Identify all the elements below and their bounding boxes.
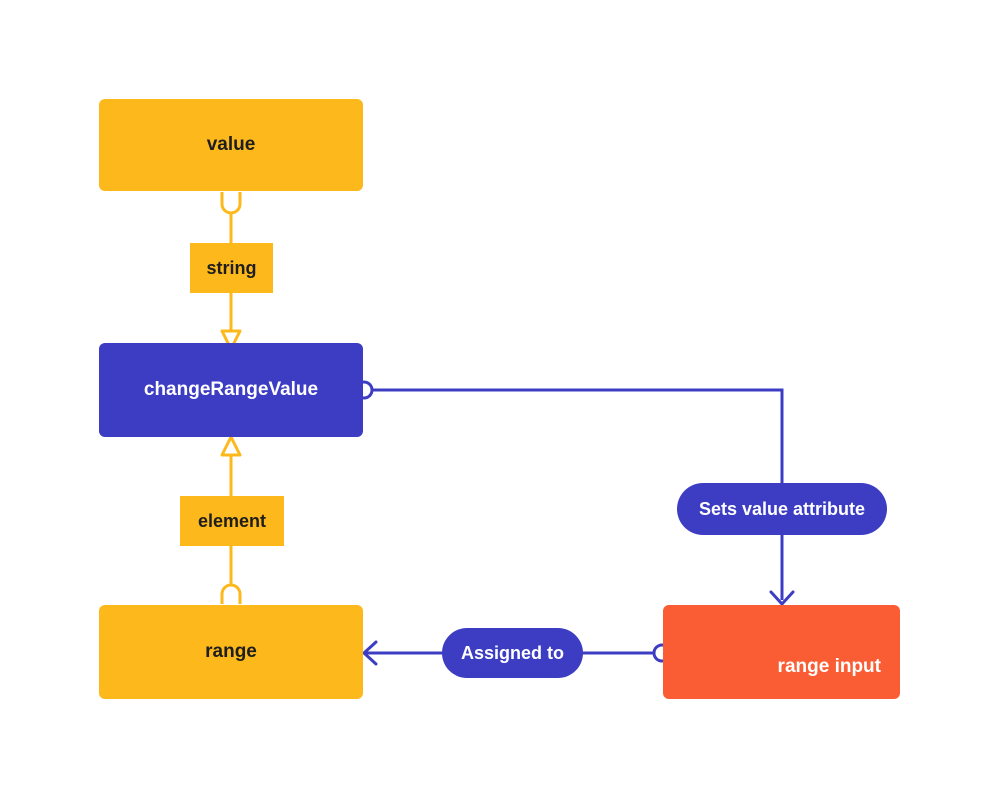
edge-label-sets-value-attribute-text: Sets value attribute: [698, 498, 866, 519]
node-range-input[interactable]: range input: [663, 605, 900, 699]
node-range-input-label: range input: [777, 656, 881, 677]
node-range[interactable]: range: [99, 605, 363, 699]
node-change-range-value[interactable]: changeRangeValue: [99, 343, 363, 437]
arrowhead-into-change-bottom: [220, 435, 242, 457]
socket-value-bottom: [220, 192, 242, 215]
node-change-range-value-label: changeRangeValue: [143, 379, 319, 400]
socket-range-top: [220, 583, 242, 604]
edge-label-string: string: [190, 243, 273, 293]
arrowhead-into-change-top: [220, 329, 242, 351]
node-range-label: range: [205, 641, 257, 662]
edge-label-element-text: element: [197, 510, 267, 531]
arrowhead-into-range: [362, 640, 378, 666]
edge-label-assigned-to: Assigned to: [442, 628, 583, 678]
arrowhead-into-range-input: [769, 590, 795, 606]
edge-label-string-text: string: [206, 257, 257, 278]
edge-label-element: element: [180, 496, 284, 546]
node-value-label: value: [206, 134, 256, 155]
edge-label-sets-value-attribute: Sets value attribute: [677, 483, 887, 535]
node-value[interactable]: value: [99, 99, 363, 191]
edge-label-assigned-to-text: Assigned to: [460, 642, 564, 663]
